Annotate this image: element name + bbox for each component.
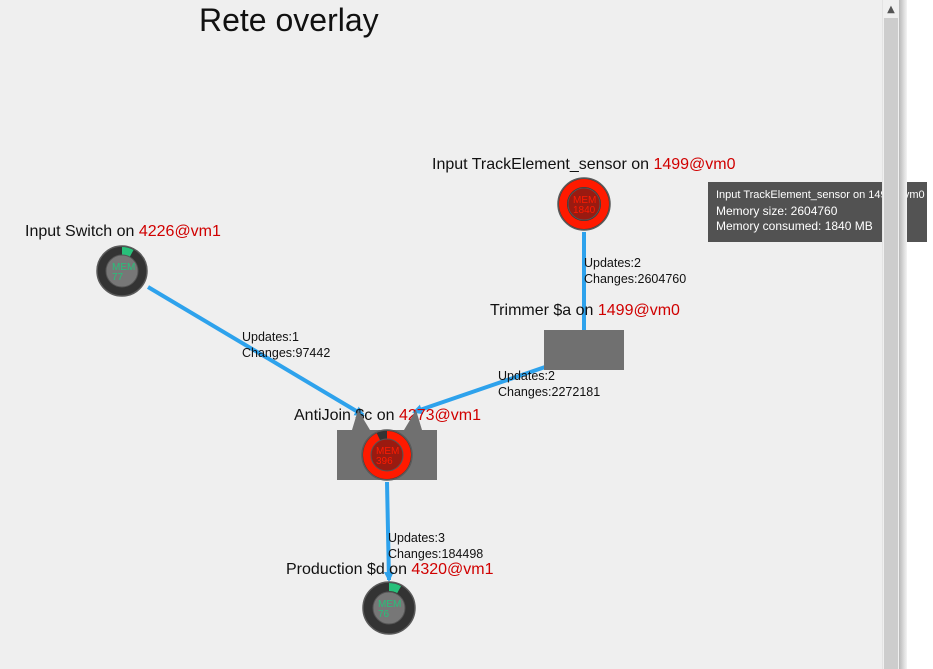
node-input-switch-mem-label: MEM — [112, 262, 135, 273]
node-trimmer[interactable]: Trimmer $a on 1499@vm0 — [490, 302, 680, 370]
node-input-trackelement-sensor[interactable]: Input TrackElement_sensor on 1499@vm0 ME… — [432, 156, 736, 231]
edge-switch-antijoin-changes: Changes:97442 — [242, 346, 330, 360]
node-antijoin-mem-label: MEM — [376, 446, 399, 457]
node-input-trackelement-sensor-label: Input TrackElement_sensor on 1499@vm0 — [432, 156, 736, 173]
edge-switch-antijoin-updates: Updates:1 — [242, 330, 299, 344]
node-production-label: Production $d on 4320@vm1 — [286, 561, 494, 578]
edge-track-trimmer-updates: Updates:2 — [584, 256, 641, 270]
node-antijoin-memory-gauge: MEM 396 — [361, 429, 413, 481]
scroll-up-arrow-icon[interactable]: ▲ — [887, 3, 895, 15]
page-title: Rete overlay — [199, 2, 379, 38]
edge-trimmer-antijoin-updates: Updates:2 — [498, 369, 555, 383]
node-antijoin-memory-arc — [363, 431, 411, 479]
edge-trimmer-antijoin-changes: Changes:2272181 — [498, 385, 600, 399]
node-production[interactable]: Production $d on 4320@vm1 MEM 76 — [286, 561, 494, 635]
node-input-switch-mem-value: 77 — [112, 272, 124, 283]
edge-switch-antijoin[interactable] — [146, 285, 365, 417]
edge-antijoin-production[interactable] — [383, 481, 394, 582]
node-input-trackelement-sensor-memory-arc — [559, 179, 609, 229]
rete-graph: Updates:1 Changes:97442 Updates:2 Change… — [25, 156, 736, 635]
node-production-mem-value: 76 — [378, 609, 390, 620]
node-input-switch-memory-gauge: MEM 77 — [96, 245, 148, 297]
node-production-memory-gauge: MEM 76 — [362, 581, 416, 635]
node-trimmer-label: Trimmer $a on 1499@vm0 — [490, 302, 680, 319]
node-trimmer-box — [544, 330, 624, 370]
edge-track-trimmer-changes: Changes:2604760 — [584, 272, 686, 286]
window-edge-shadow — [899, 0, 907, 669]
tooltip-memory-consumed: Memory consumed: 1840 MB — [716, 219, 873, 233]
node-antijoin-label: AntiJoin $c on 4273@vm1 — [294, 407, 481, 424]
scroll-thumb[interactable] — [884, 18, 898, 669]
node-input-switch-memory-arc — [121, 247, 134, 258]
node-production-mem-label: MEM — [378, 599, 401, 610]
node-input-trackelement-sensor-mem-label: MEM — [573, 195, 596, 206]
node-input-trackelement-sensor-memory-gauge: MEM 1840 — [557, 177, 611, 231]
node-input-switch[interactable]: Input Switch on 4226@vm1 MEM 77 — [25, 223, 221, 297]
edge-antijoin-production-changes: Changes:184498 — [388, 547, 483, 561]
node-production-memory-arc — [388, 583, 402, 594]
vertical-scrollbar[interactable]: ▲ — [882, 0, 899, 669]
edge-antijoin-production-updates: Updates:3 — [388, 531, 445, 545]
edge-trimmer-antijoin[interactable] — [412, 364, 549, 415]
tooltip-memory-size: Memory size: 2604760 — [716, 203, 838, 218]
node-input-switch-label: Input Switch on 4226@vm1 — [25, 223, 221, 240]
tooltip-node-name: Input TrackElement_sensor on 1499@vm0 — [716, 189, 925, 201]
node-antijoin[interactable]: AntiJoin $c on 4273@vm1 MEM 396 — [294, 407, 481, 481]
node-antijoin-mem-value: 396 — [376, 456, 393, 467]
node-input-trackelement-sensor-mem-value: 1840 — [573, 205, 596, 216]
